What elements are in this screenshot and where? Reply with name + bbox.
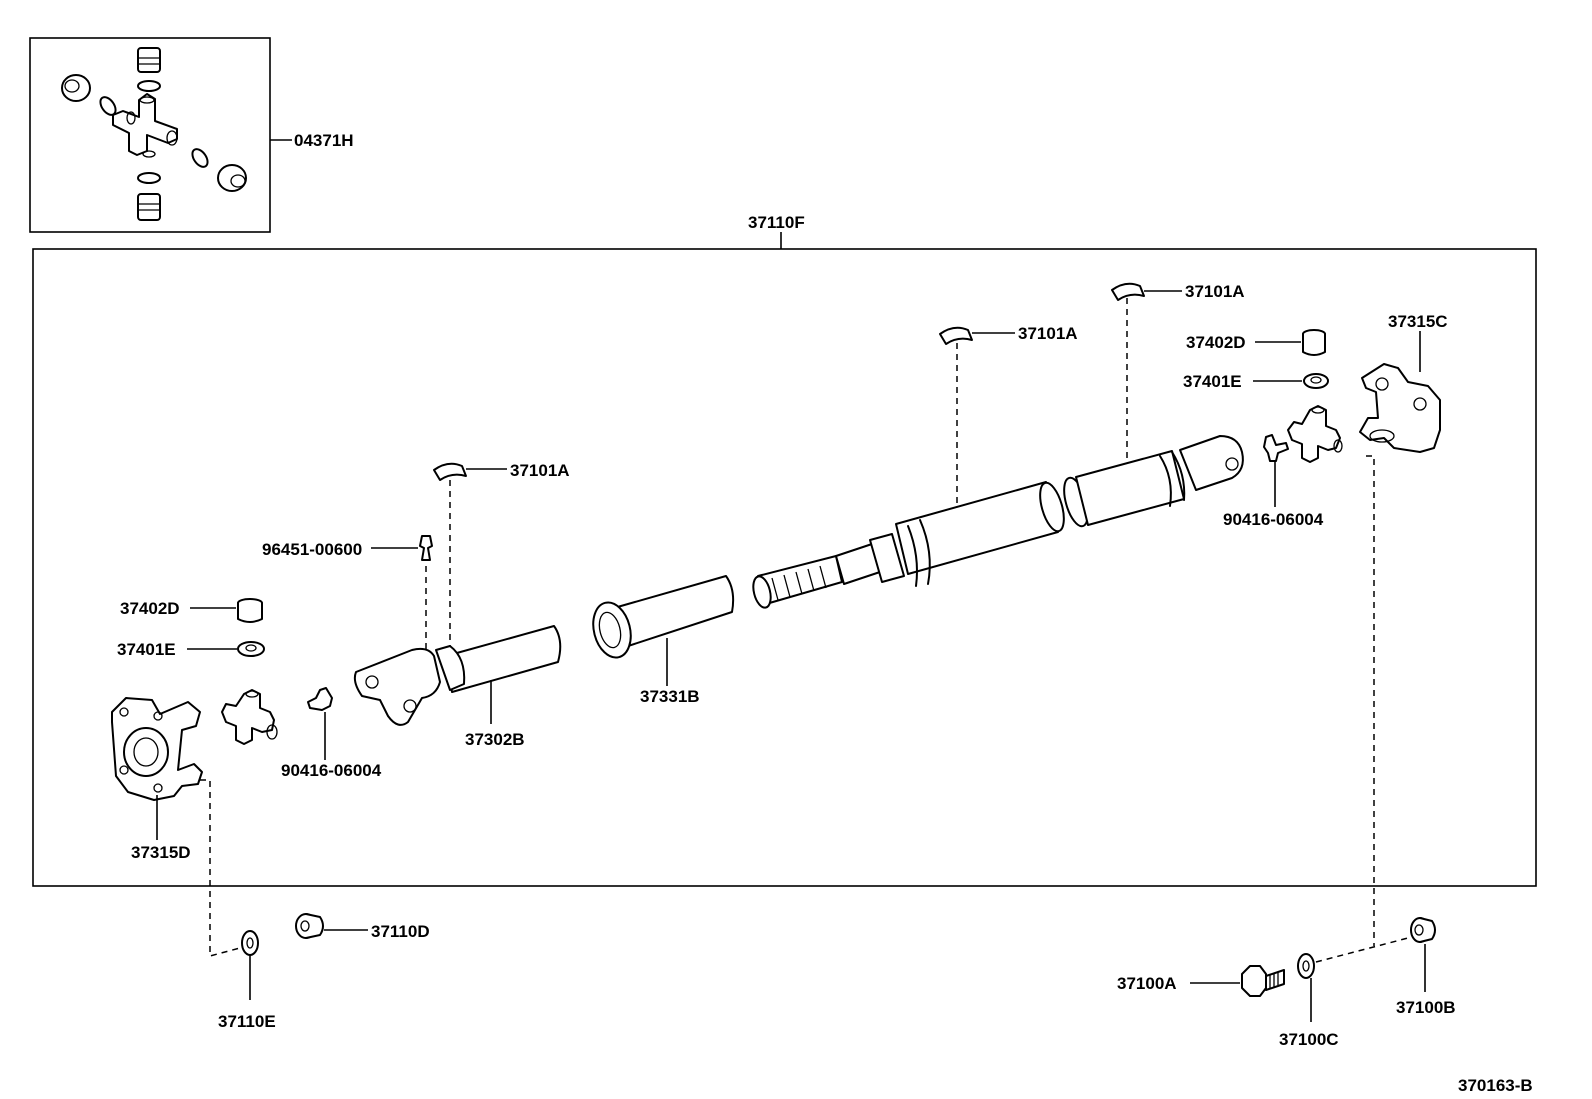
grease-fitting-right [1263,434,1289,462]
flange-yoke-right [1359,363,1441,453]
label-96451-00600: 96451-00600 [262,540,362,559]
dust-cover-mid [939,326,973,345]
bearing-cup-right [191,148,247,192]
label-37101A-right: 37101A [1185,282,1245,301]
label-37110E: 37110E [218,1012,276,1031]
diagram-code: 370163-B [1458,1076,1533,1095]
label-37101A-left: 37101A [510,461,570,480]
bearing-cup-top [137,47,161,92]
spider-cross [112,93,178,158]
flange-yoke-left [111,697,203,801]
bolt-37100A [1241,965,1285,997]
label-37331B: 37331B [640,687,700,706]
slip-sleeve [592,575,735,659]
bearing-cup-left-assy [237,598,263,623]
washer-37110E [241,930,259,956]
grease-nipple [419,535,433,561]
label-37315D: 37315D [131,843,191,862]
spider-right [1287,405,1343,463]
label-37100A: 37100A [1117,974,1177,993]
nut-37110D [295,913,324,939]
bearing-cup-left [61,74,117,116]
sleeve-yoke [353,625,562,726]
main-shaft-tube [752,435,1244,609]
label-37402D-right: 37402D [1186,333,1246,352]
nut-37100B [1410,917,1436,943]
label-90416-06004-left: 90416-06004 [281,761,382,780]
universal-joint-kit-frame [29,37,271,233]
bearing-cup-bottom [137,172,161,221]
label-37302B: 37302B [465,730,525,749]
propeller-shaft-assembly-frame [32,248,1537,887]
label-90416-06004-right: 90416-06004 [1223,510,1324,529]
grease-fitting-left [307,687,333,711]
label-37110F: 37110F [748,213,805,232]
label-37110D: 37110D [371,922,430,941]
bearing-cup-right-assy [1302,329,1326,356]
label-37100C: 37100C [1279,1030,1339,1049]
label-04371H: 04371H [294,131,354,150]
label-37315C: 37315C [1388,312,1448,331]
label-37101A-mid: 37101A [1018,324,1078,343]
snap-ring-left [237,641,265,657]
label-37401E-left: 37401E [117,640,176,659]
universal-joint-kit-drawing [61,47,247,221]
snap-ring-right [1303,373,1329,389]
label-37402D-left: 37402D [120,599,180,618]
spider-left [221,689,278,745]
dust-cover-left [433,462,467,481]
washer-37100C [1297,953,1315,979]
label-37401E-right: 37401E [1183,372,1242,391]
dust-cover-right [1111,282,1145,301]
label-37100B: 37100B [1396,998,1456,1017]
